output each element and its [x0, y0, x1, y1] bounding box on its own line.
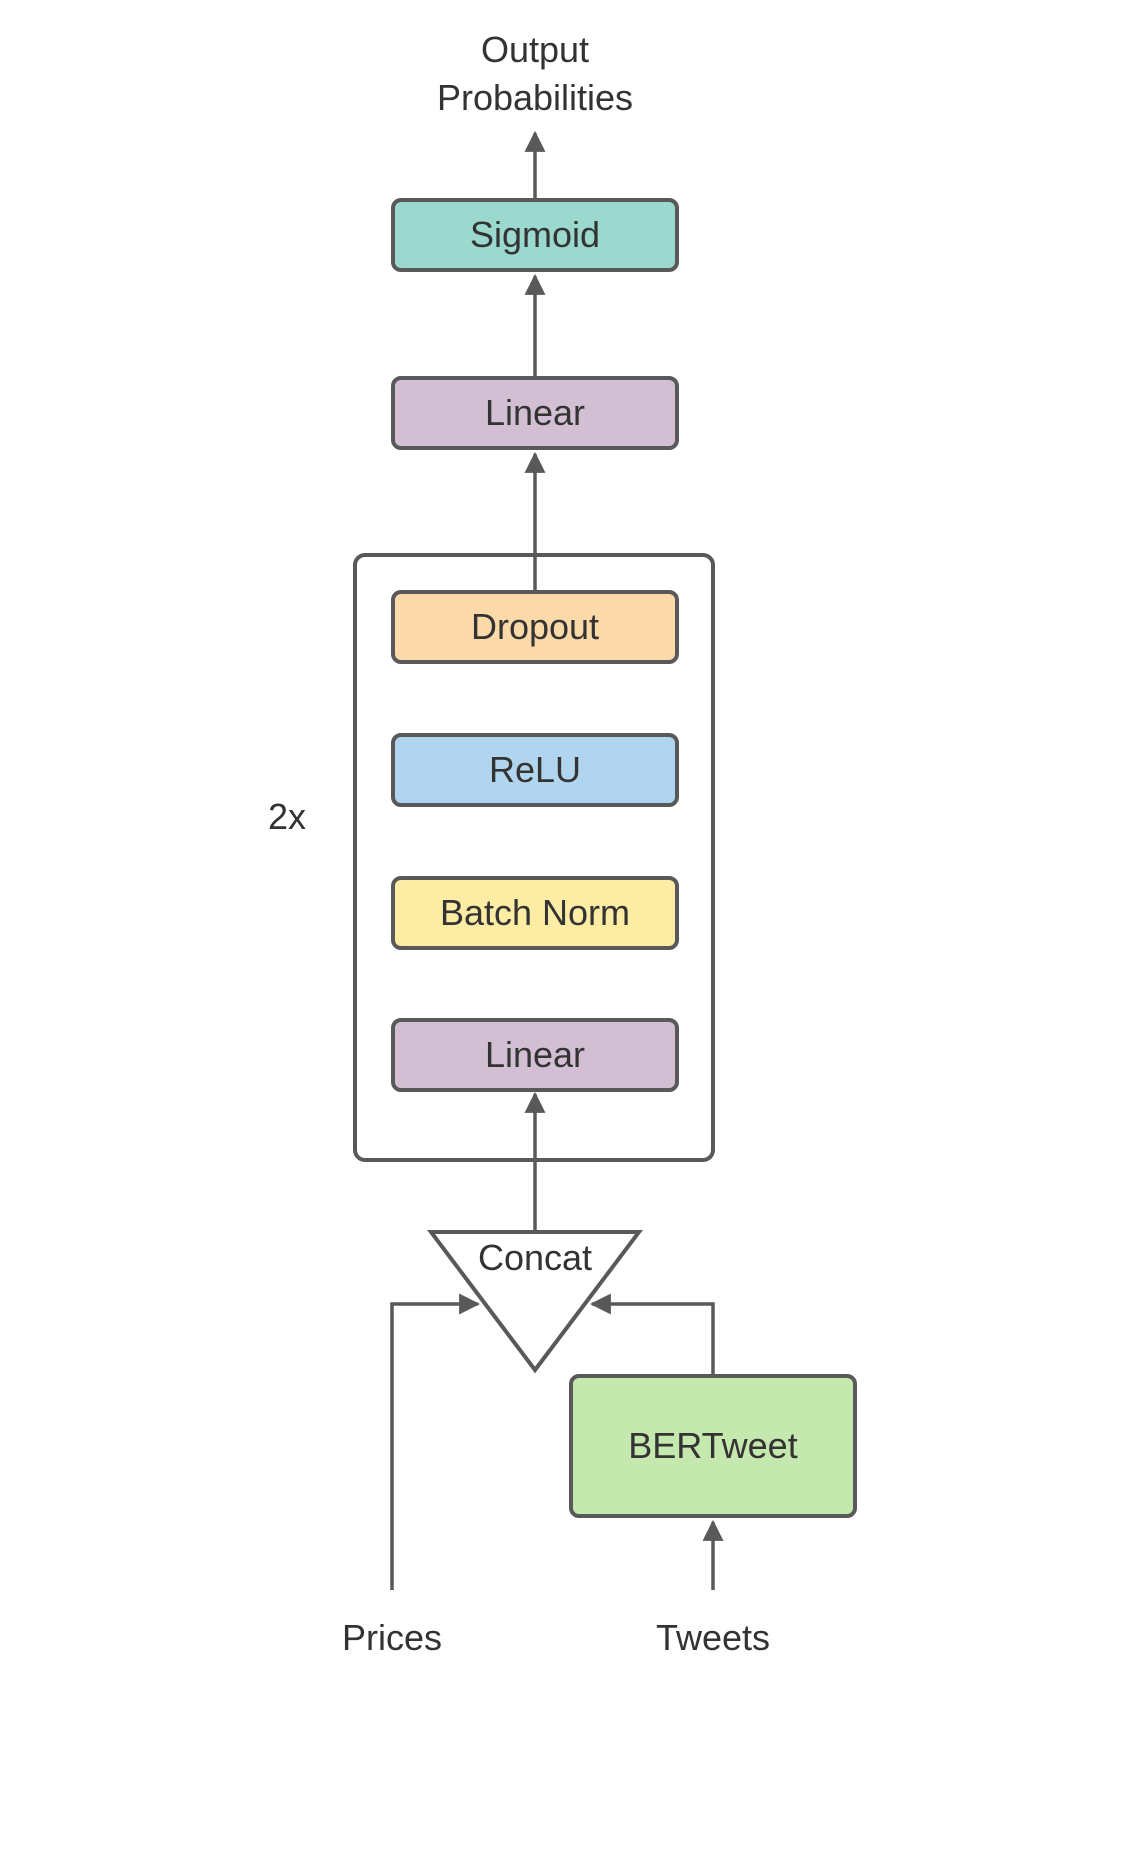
arrow-bertweet-to-concat	[589, 1293, 715, 1374]
relu-label: ReLU	[488, 749, 582, 790]
output-label-line1: Output	[480, 29, 590, 70]
output-label: Output Probabilities	[395, 26, 675, 122]
linear-inner-label: Linear	[484, 1034, 586, 1075]
bertweet-block: BERTweet	[569, 1374, 857, 1518]
dropout-layer: Dropout	[391, 590, 679, 664]
output-label-line2: Probabilities	[436, 77, 634, 118]
prices-input-label: Prices	[341, 1617, 443, 1658]
tweets-input-label: Tweets	[655, 1617, 771, 1658]
relu-layer: ReLU	[391, 733, 679, 807]
dropout-label: Dropout	[470, 606, 600, 647]
sigmoid-layer: Sigmoid	[391, 198, 679, 272]
sigmoid-label: Sigmoid	[469, 214, 601, 255]
linear-inner-layer: Linear	[391, 1018, 679, 1092]
bertweet-label: BERTweet	[628, 1425, 798, 1466]
repeat-label: 2x	[267, 796, 307, 837]
concat-label: Concat	[477, 1237, 593, 1278]
arrow-prices-to-concat	[390, 1293, 481, 1590]
batch-norm-layer: Batch Norm	[391, 876, 679, 950]
batch-norm-label: Batch Norm	[439, 892, 631, 933]
linear-top-layer: Linear	[391, 376, 679, 450]
linear-top-label: Linear	[484, 392, 586, 433]
